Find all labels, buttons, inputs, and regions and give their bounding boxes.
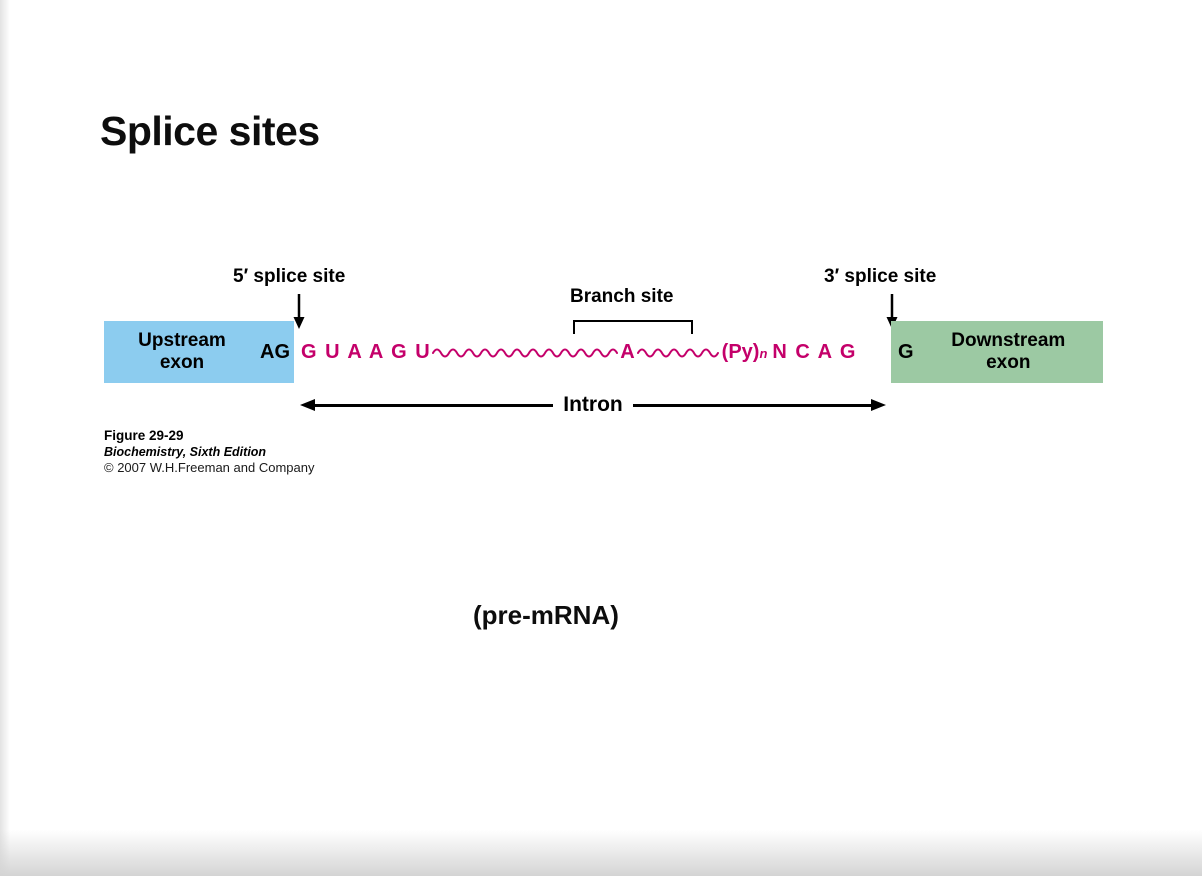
branch-point-adenine: A <box>620 341 635 363</box>
intron-span-arrow: Intron <box>300 392 887 418</box>
branch-site-label: Branch site <box>570 286 674 307</box>
upstream-exon-line1: Upstream <box>138 329 226 351</box>
downstream-exon-line1: Downstream <box>951 329 1066 351</box>
figure-caption: Figure 29-29 Biochemistry, Sixth Edition… <box>104 427 314 477</box>
pre-mrna-label: (pre-mRNA) <box>473 600 619 630</box>
upstream-exon-label: Upstream exon <box>104 330 260 375</box>
downstream-exon-start-sequence: G <box>898 340 914 363</box>
arrowhead-right-icon <box>871 399 887 411</box>
figure-number: Figure 29-29 <box>104 428 184 443</box>
book-title: Biochemistry, Sixth Edition <box>104 445 267 460</box>
page-edge-left-shading <box>0 0 10 876</box>
intron-arrow-line <box>632 403 872 407</box>
slide-title: Splice sites <box>100 108 320 154</box>
py-tract-text: (Py) <box>721 341 760 363</box>
three-prime-splice-site-label: 3′ splice site <box>824 266 937 287</box>
intron-sequence: G U A A G U A (Py)n N C A G <box>301 322 887 383</box>
intron-arrow-line <box>315 403 554 407</box>
wavy-line <box>636 348 719 357</box>
py-tract-subscript: n <box>759 346 768 361</box>
intron-label: Intron <box>563 393 623 416</box>
five-prime-splice-site-label: 5′ splice site <box>233 266 346 287</box>
arrowhead-left-icon <box>300 399 315 411</box>
wavy-line <box>432 348 619 357</box>
copyright-line: © 2007 W.H.Freeman and Company <box>104 460 315 476</box>
polypyrimidine-tract: (Py)n <box>722 341 768 364</box>
upstream-exon-line2: exon <box>159 352 205 373</box>
down-arrow-icon <box>293 294 305 329</box>
upstream-exon-end-sequence: AG <box>260 340 290 363</box>
three-prime-intron-sequence: N C A G <box>772 341 857 363</box>
five-prime-intron-sequence: G U A A G U <box>301 341 432 363</box>
branch-site-bracket <box>573 320 693 334</box>
downstream-exon-line2: exon <box>986 352 1031 373</box>
downstream-exon-label: Downstream exon <box>914 330 1103 375</box>
upstream-exon-box: Upstream exon AG <box>104 321 294 383</box>
page-edge-bottom-shading <box>0 830 1202 876</box>
downstream-exon-box: G Downstream exon <box>891 321 1103 383</box>
